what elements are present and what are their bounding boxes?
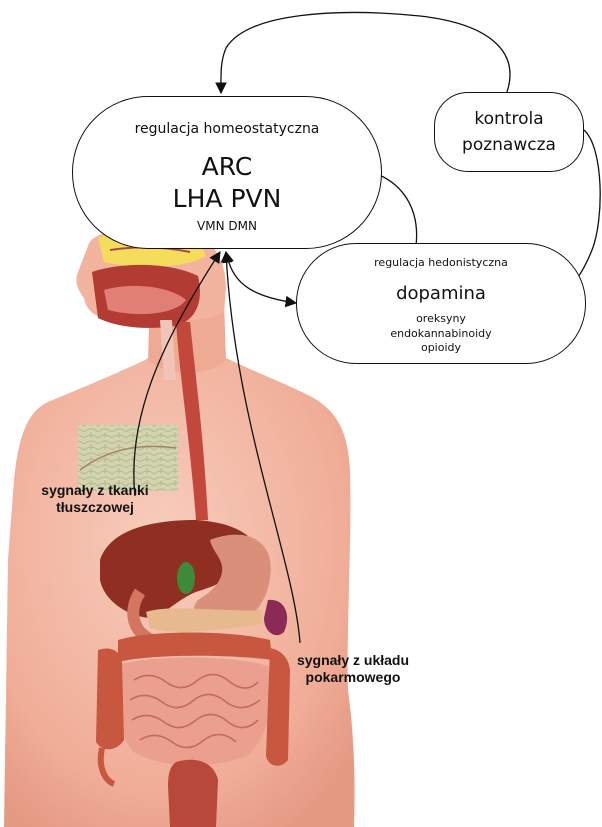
rectum bbox=[168, 760, 218, 827]
arrow-homeostatic-hedonic bbox=[226, 252, 296, 303]
hedonic-main: dopamina bbox=[297, 283, 585, 304]
ascending-colon bbox=[96, 649, 124, 750]
hedonic-item: endokannabinoidy bbox=[297, 327, 585, 342]
adipose-label-line-2: tłuszczowej bbox=[10, 499, 180, 516]
hedonic-regulation-node: regulacja hedonistyczna dopamina oreksyn… bbox=[296, 243, 586, 364]
digestive-label-line-1: sygnały z układu bbox=[268, 652, 438, 669]
hedonic-title: regulacja hedonistyczna bbox=[297, 256, 585, 269]
arrow-cognitive-to-homeostatic bbox=[221, 13, 510, 93]
homeostatic-line-1: ARC bbox=[73, 151, 381, 183]
cognitive-line-2: poznawcza bbox=[435, 132, 583, 158]
homeostatic-title: regulacja homeostatyczna bbox=[73, 121, 381, 137]
cognitive-control-node: kontrola poznawcza bbox=[434, 92, 584, 172]
hedonic-item: opioidy bbox=[297, 341, 585, 356]
digestive-signals-label: sygnały z układu pokarmowego bbox=[268, 652, 438, 686]
homeostatic-line-3: VMN DMN bbox=[73, 219, 381, 233]
digestive-label-line-2: pokarmowego bbox=[268, 669, 438, 686]
cognitive-line-1: kontrola bbox=[435, 106, 583, 132]
homeostatic-regulation-node: regulacja homeostatyczna ARC LHA PVN VMN… bbox=[72, 96, 382, 249]
hedonic-item: oreksyny bbox=[297, 312, 585, 327]
homeostatic-line-2: LHA PVN bbox=[73, 183, 381, 215]
gallbladder bbox=[177, 562, 195, 594]
adipose-label-line-1: sygnały z tkanki bbox=[10, 482, 180, 499]
adipose-signals-label: sygnały z tkanki tłuszczowej bbox=[10, 482, 180, 516]
small-intestine bbox=[118, 657, 271, 765]
